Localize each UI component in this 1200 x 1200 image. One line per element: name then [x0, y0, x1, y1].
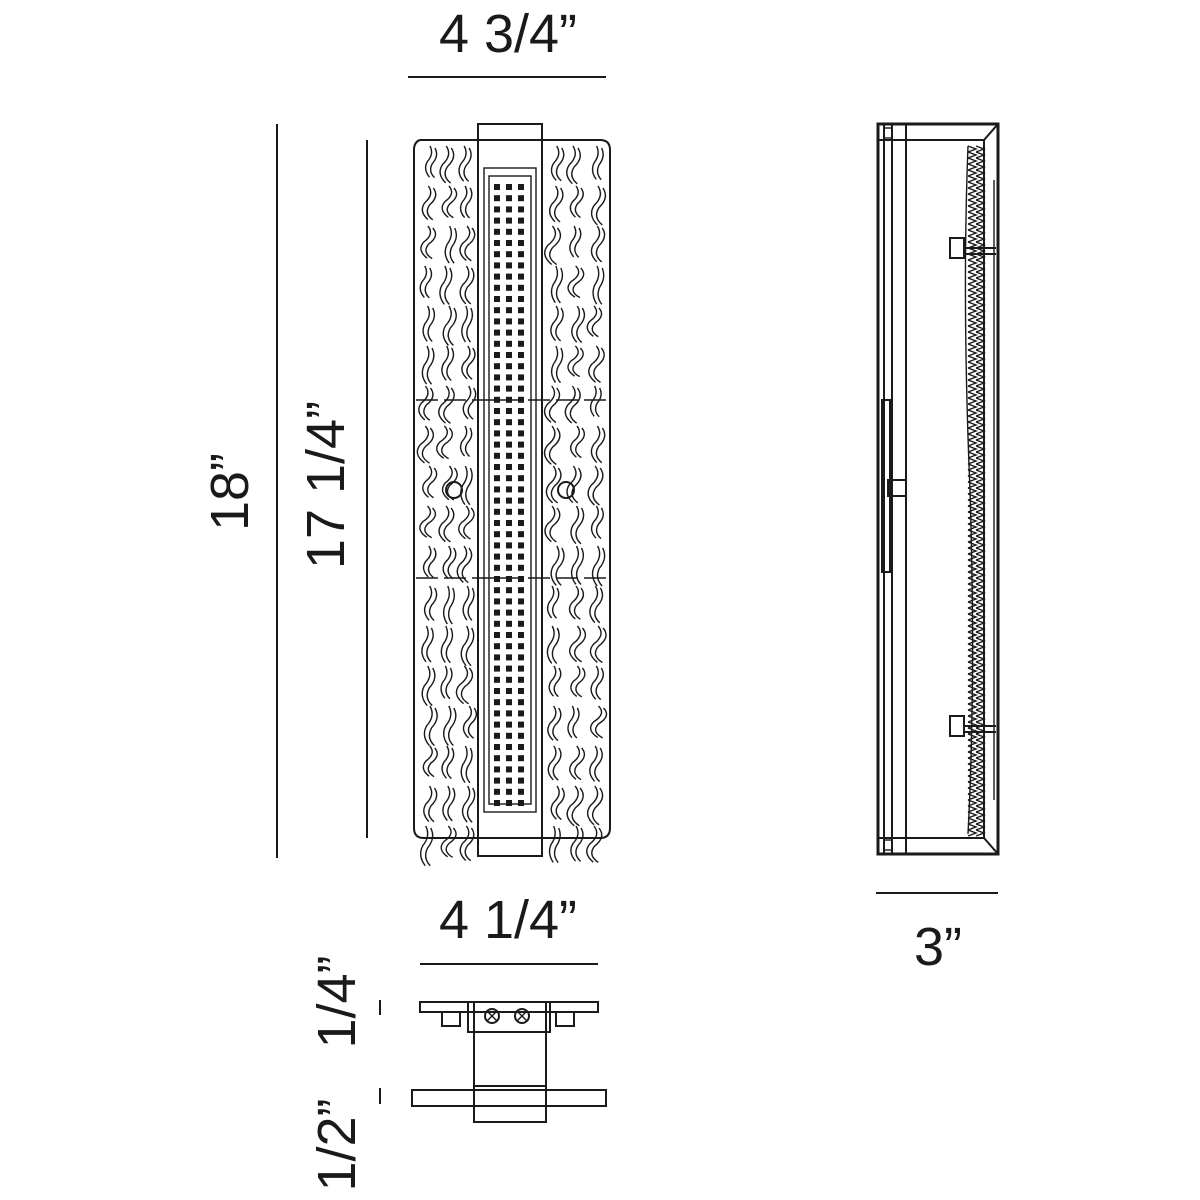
bottom-bevel [906, 837, 999, 855]
glass-panel-outline [413, 139, 611, 839]
dimension-annotations: 4 3/4” 18” 17 1/4” 4 1/4” 3” 1/4” 1/2” [200, 4, 998, 1192]
side-arm-bracket [887, 479, 907, 497]
mounting-screw-right [514, 1008, 530, 1024]
bracket-tab-left [441, 1011, 461, 1027]
center-bar [477, 123, 543, 857]
backplate-width-label: 4 1/4” [439, 890, 577, 950]
side-arm [881, 399, 891, 573]
body-height-label: 17 1/4” [296, 401, 356, 569]
bracket-tab-right [555, 1011, 575, 1027]
bottom-screw-detail [883, 839, 893, 851]
depth-label: 3” [914, 917, 962, 977]
bracket-view [411, 1001, 607, 1123]
led-dot-grid [494, 184, 524, 806]
center-diffuser-frame [483, 167, 537, 813]
top-bevel [906, 123, 999, 141]
bracket-upper-label: 1/4” [307, 955, 367, 1048]
mounting-knob-right [557, 481, 575, 499]
bracket-mount [467, 1001, 551, 1033]
front-view [413, 123, 611, 867]
bracket-lower-label: 1/2” [307, 1098, 367, 1191]
glass-texture-right [543, 145, 608, 864]
top-width-label: 4 3/4” [439, 4, 577, 64]
mounting-knob-left [445, 481, 463, 499]
side-clip-upper [949, 237, 996, 259]
bracket-plate [419, 1001, 599, 1013]
mounting-screw-left [484, 1008, 500, 1024]
side-view [876, 122, 1000, 856]
bracket-stem-lower [473, 1085, 547, 1123]
glass-texture-left [416, 145, 478, 867]
side-glass-texture [964, 145, 986, 837]
top-screw-detail [883, 127, 893, 139]
overall-height-label: 18” [200, 453, 260, 531]
bracket-crossbar [411, 1089, 607, 1107]
bracket-stem [473, 1001, 547, 1123]
side-clip-lower [949, 715, 996, 737]
